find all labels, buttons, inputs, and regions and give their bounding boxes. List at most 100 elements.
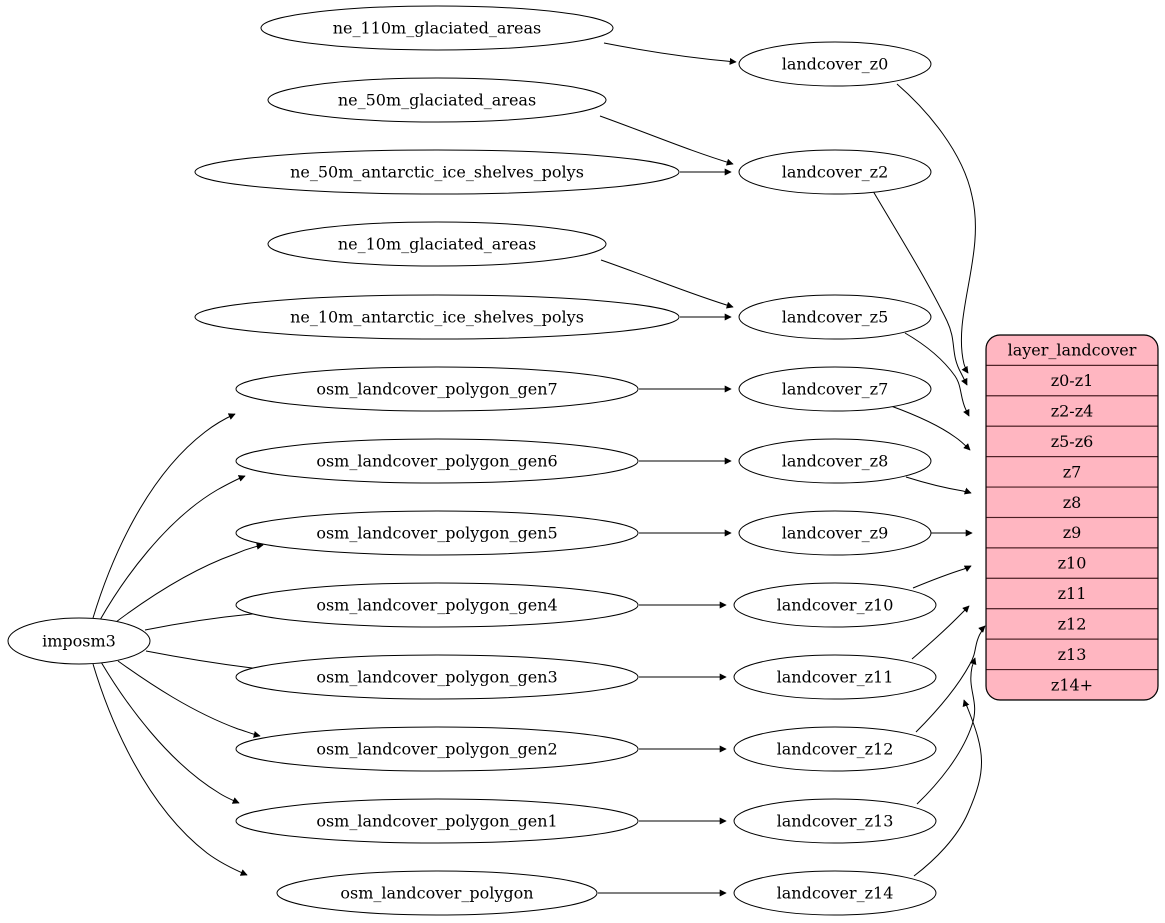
node-osm_landcover_polygon_gen6[interactable]: osm_landcover_polygon_gen6 [235, 438, 639, 484]
edges-layer [92, 42, 986, 897]
layer-landcover-table: layer_landcoverz0-z1z2-z4z5-z6z7z8z9z10z… [986, 335, 1158, 700]
node-label: landcover_z10 [777, 596, 894, 615]
node-landcover_z2[interactable]: landcover_z2 [738, 149, 932, 195]
edge-landcover_z5-to-row_z5-z6 [904, 332, 970, 417]
node-osm_landcover_polygon_gen5[interactable]: osm_landcover_polygon_gen5 [235, 510, 639, 556]
node-ne_50m_glaciated_areas[interactable]: ne_50m_glaciated_areas [267, 77, 607, 123]
node-landcover_z9[interactable]: landcover_z9 [738, 510, 932, 556]
source-node-ellipse [235, 726, 639, 772]
table-layer: layer_landcoverz0-z1z2-z4z5-z6z7z8z9z10z… [985, 334, 1159, 701]
node-ne_10m_antarctic_ice_shelves_polys[interactable]: ne_10m_antarctic_ice_shelves_polys [194, 294, 680, 340]
layer-node-ellipse [738, 294, 932, 340]
node-label: osm_landcover_polygon_gen1 [316, 812, 557, 831]
node-osm_landcover_polygon_gen3[interactable]: osm_landcover_polygon_gen3 [235, 654, 639, 700]
edge-ne_110m_glaciated_areas-to-landcover_z0 [603, 42, 737, 65]
node-landcover_z10[interactable]: landcover_z10 [733, 582, 937, 628]
table-row-label: z10 [1058, 554, 1087, 573]
source-node-ellipse [235, 582, 639, 628]
node-label: landcover_z13 [777, 812, 894, 831]
node-label: landcover_z0 [782, 55, 889, 74]
nodes-layer: imposm3 ne_110m_glaciated_areas ne_50m_gla… [7, 5, 937, 916]
node-landcover_z0[interactable]: landcover_z0 [738, 41, 932, 87]
edge-landcover_z14-to-row_z14+ [913, 699, 982, 877]
edge-landcover_z12-to-row_z12 [915, 625, 986, 733]
source-node-ellipse [194, 149, 680, 195]
node-label: osm_landcover_polygon_gen5 [316, 524, 557, 543]
node-osm_landcover_polygon_gen7[interactable]: osm_landcover_polygon_gen7 [235, 366, 639, 412]
edge-imposm3-to-osm_landcover_polygon_gen5 [115, 542, 264, 623]
node-ne_10m_glaciated_areas[interactable]: ne_10m_glaciated_areas [267, 221, 607, 267]
source-node-ellipse [235, 798, 639, 844]
table-row-z12[interactable] [986, 608, 1158, 640]
table-row-z10[interactable] [986, 547, 1158, 579]
node-label: landcover_z2 [782, 163, 889, 182]
layer-node-ellipse [733, 870, 937, 916]
table-row-z7[interactable] [986, 456, 1158, 488]
node-ne_50m_antarctic_ice_shelves_polys[interactable]: ne_50m_antarctic_ice_shelves_polys [194, 149, 680, 195]
table-row-label: z5-z6 [1051, 432, 1094, 451]
edge-ne_50m_glaciated_areas-to-landcover_z2 [599, 115, 734, 166]
node-label: ne_50m_glaciated_areas [338, 91, 536, 110]
node-label: landcover_z5 [782, 308, 889, 327]
table-row-z9[interactable] [986, 516, 1158, 549]
node-label: landcover_z8 [782, 452, 889, 471]
node-label: ne_50m_antarctic_ice_shelves_polys [290, 163, 584, 182]
source-node-ellipse [260, 5, 614, 51]
table-row-z5-z6[interactable] [986, 425, 1158, 458]
layer-node-ellipse [738, 438, 932, 484]
layer-node-ellipse [738, 510, 932, 556]
table-row-label: z11 [1058, 584, 1087, 603]
node-landcover_z5[interactable]: landcover_z5 [738, 294, 932, 340]
edge-imposm3-to-osm_landcover_polygon_gen7 [92, 413, 236, 619]
edge-imposm3-to-osm_landcover_polygon [92, 663, 248, 876]
node-label: landcover_z11 [777, 668, 894, 687]
node-label: osm_landcover_polygon_gen7 [316, 380, 557, 399]
node-label: osm_landcover_polygon_gen3 [316, 668, 557, 687]
source-node-ellipse [235, 366, 639, 412]
node-imposm3[interactable]: imposm3 [7, 617, 151, 665]
layer-node-ellipse [733, 654, 937, 700]
node-label: ne_10m_glaciated_areas [338, 235, 536, 254]
table-header-label: layer_landcover [1008, 341, 1137, 360]
edge-landcover_z7-to-row_z7 [890, 405, 971, 451]
table-row-label: z12 [1058, 614, 1087, 633]
layer-node-ellipse [738, 149, 932, 195]
table-row-label: z0-z1 [1051, 371, 1094, 390]
node-landcover_z13[interactable]: landcover_z13 [733, 798, 937, 844]
source-node-ellipse [194, 294, 680, 340]
node-label: landcover_z9 [782, 524, 889, 543]
node-label: landcover_z14 [777, 884, 894, 903]
node-osm_landcover_polygon[interactable]: osm_landcover_polygon [276, 870, 598, 916]
layer-node-ellipse [733, 582, 937, 628]
edge-landcover_z10-to-row_z10 [912, 565, 972, 589]
node-landcover_z8[interactable]: landcover_z8 [738, 438, 932, 484]
source-node-ellipse [7, 617, 151, 665]
table-row-label: z2-z4 [1051, 402, 1094, 421]
edge-imposm3-to-osm_landcover_polygon_gen2 [117, 660, 261, 738]
node-landcover_z7[interactable]: landcover_z7 [738, 366, 932, 412]
edge-landcover_z2-to-row_z2-z4 [872, 190, 968, 386]
layer-node-ellipse [738, 366, 932, 412]
node-label: landcover_z12 [777, 740, 894, 759]
edge-landcover_z13-to-row_z13 [916, 657, 977, 805]
layer-node-ellipse [733, 798, 937, 844]
source-node-ellipse [235, 654, 639, 700]
edge-imposm3-to-osm_landcover_polygon_gen6 [99, 475, 246, 621]
node-landcover_z11[interactable]: landcover_z11 [733, 654, 937, 700]
node-label: landcover_z7 [782, 380, 889, 399]
node-label: ne_10m_antarctic_ice_shelves_polys [290, 308, 584, 327]
edge-imposm3-to-osm_landcover_polygon_gen1 [100, 661, 240, 804]
table-header-cell [986, 335, 1158, 366]
node-label: osm_landcover_polygon_gen2 [316, 740, 557, 759]
node-landcover_z14[interactable]: landcover_z14 [733, 870, 937, 916]
node-osm_landcover_polygon_gen4[interactable]: osm_landcover_polygon_gen4 [235, 582, 639, 628]
edge-landcover_z8-to-row_z8 [905, 476, 972, 495]
node-osm_landcover_polygon_gen2[interactable]: osm_landcover_polygon_gen2 [235, 726, 639, 772]
node-ne_110m_glaciated_areas[interactable]: ne_110m_glaciated_areas [260, 5, 614, 51]
source-node-ellipse [276, 870, 598, 916]
node-landcover_z12[interactable]: landcover_z12 [733, 726, 937, 772]
source-node-ellipse [235, 510, 639, 556]
source-node-ellipse [267, 221, 607, 267]
node-osm_landcover_polygon_gen1[interactable]: osm_landcover_polygon_gen1 [235, 798, 639, 844]
